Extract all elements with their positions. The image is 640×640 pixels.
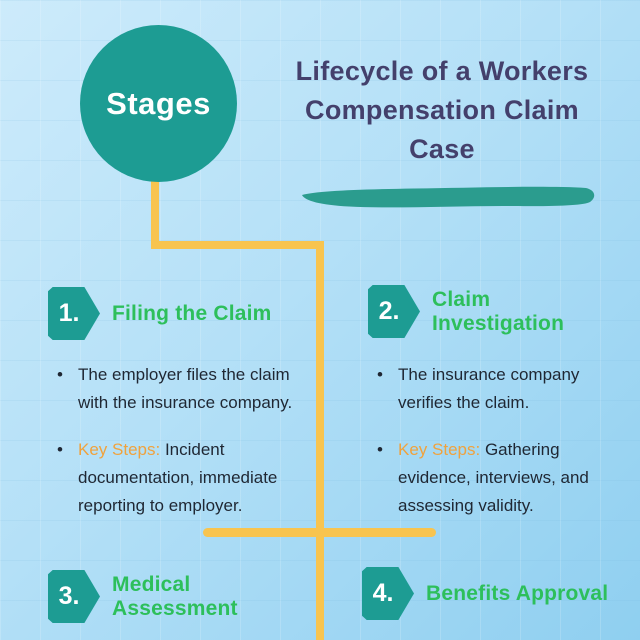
bullet-item: Key Steps: Gathering evidence, interview… [368, 436, 608, 520]
stage-3-title: Medical Assessment [112, 572, 238, 620]
bullet-prefix: Key Steps: [398, 440, 485, 459]
stage-4-number: 4. [372, 579, 394, 607]
stage-4-title: Benefits Approval [426, 581, 609, 605]
bullet-item: The insurance company verifies the claim… [368, 361, 608, 417]
stage-2-header: 2. Claim Investigation [368, 285, 608, 338]
connector-line-circle-drop [151, 178, 159, 248]
brush-stroke-underline [302, 186, 595, 208]
stage-2-number: 2. [378, 297, 400, 325]
connector-line-top-horizontal [151, 241, 324, 249]
bullet-text: The insurance company verifies the claim… [398, 365, 580, 412]
page-title-line-3: Case [409, 134, 475, 164]
stage-4-header: 4. Benefits Approval [362, 567, 634, 620]
stage-2-number-badge: 2. [368, 285, 420, 338]
page-title: Lifecycle of a Workers Compensation Clai… [262, 52, 622, 169]
stage-1-number-badge: 1. [48, 287, 100, 340]
stage-block-3: 3. Medical Assessment [48, 570, 328, 623]
stage-1-number: 1. [58, 299, 80, 327]
stage-1-title: Filing the Claim [112, 301, 272, 325]
stage-4-number-badge: 4. [362, 567, 414, 620]
stages-circle-label: Stages [106, 85, 211, 121]
bullet-text: Incident documentation, immediate report… [78, 440, 278, 515]
page-title-line-2: Compensation Claim [305, 95, 579, 125]
bullet-text: The employer files the claim with the in… [78, 365, 293, 412]
bullet-item: The employer files the claim with the in… [48, 361, 320, 417]
stage-3-header: 3. Medical Assessment [48, 570, 328, 623]
page-title-line-1: Lifecycle of a Workers [295, 56, 589, 86]
stage-2-bullet-list: The insurance company verifies the claim… [368, 361, 608, 520]
stage-2-title: Claim Investigation [432, 287, 565, 335]
stage-1-bullet-list: The employer files the claim with the in… [48, 361, 320, 520]
stages-circle: Stages [80, 25, 237, 182]
bullet-item: Key Steps: Incident documentation, immed… [48, 436, 320, 520]
stage-3-number-badge: 3. [48, 570, 100, 623]
stage-1-header: 1. Filing the Claim [48, 287, 320, 340]
stage-block-1: 1. Filing the Claim The employer files t… [48, 287, 320, 520]
bullet-text: Gathering evidence, interviews, and asse… [398, 440, 589, 515]
connector-line-middle-horizontal [203, 528, 436, 537]
connector-line-center-vertical [316, 241, 324, 640]
bullet-prefix: Key Steps: [78, 440, 165, 459]
stage-3-number: 3. [58, 582, 80, 610]
stage-block-4: 4. Benefits Approval [362, 567, 634, 620]
stage-block-2: 2. Claim Investigation The insurance com… [368, 285, 608, 520]
